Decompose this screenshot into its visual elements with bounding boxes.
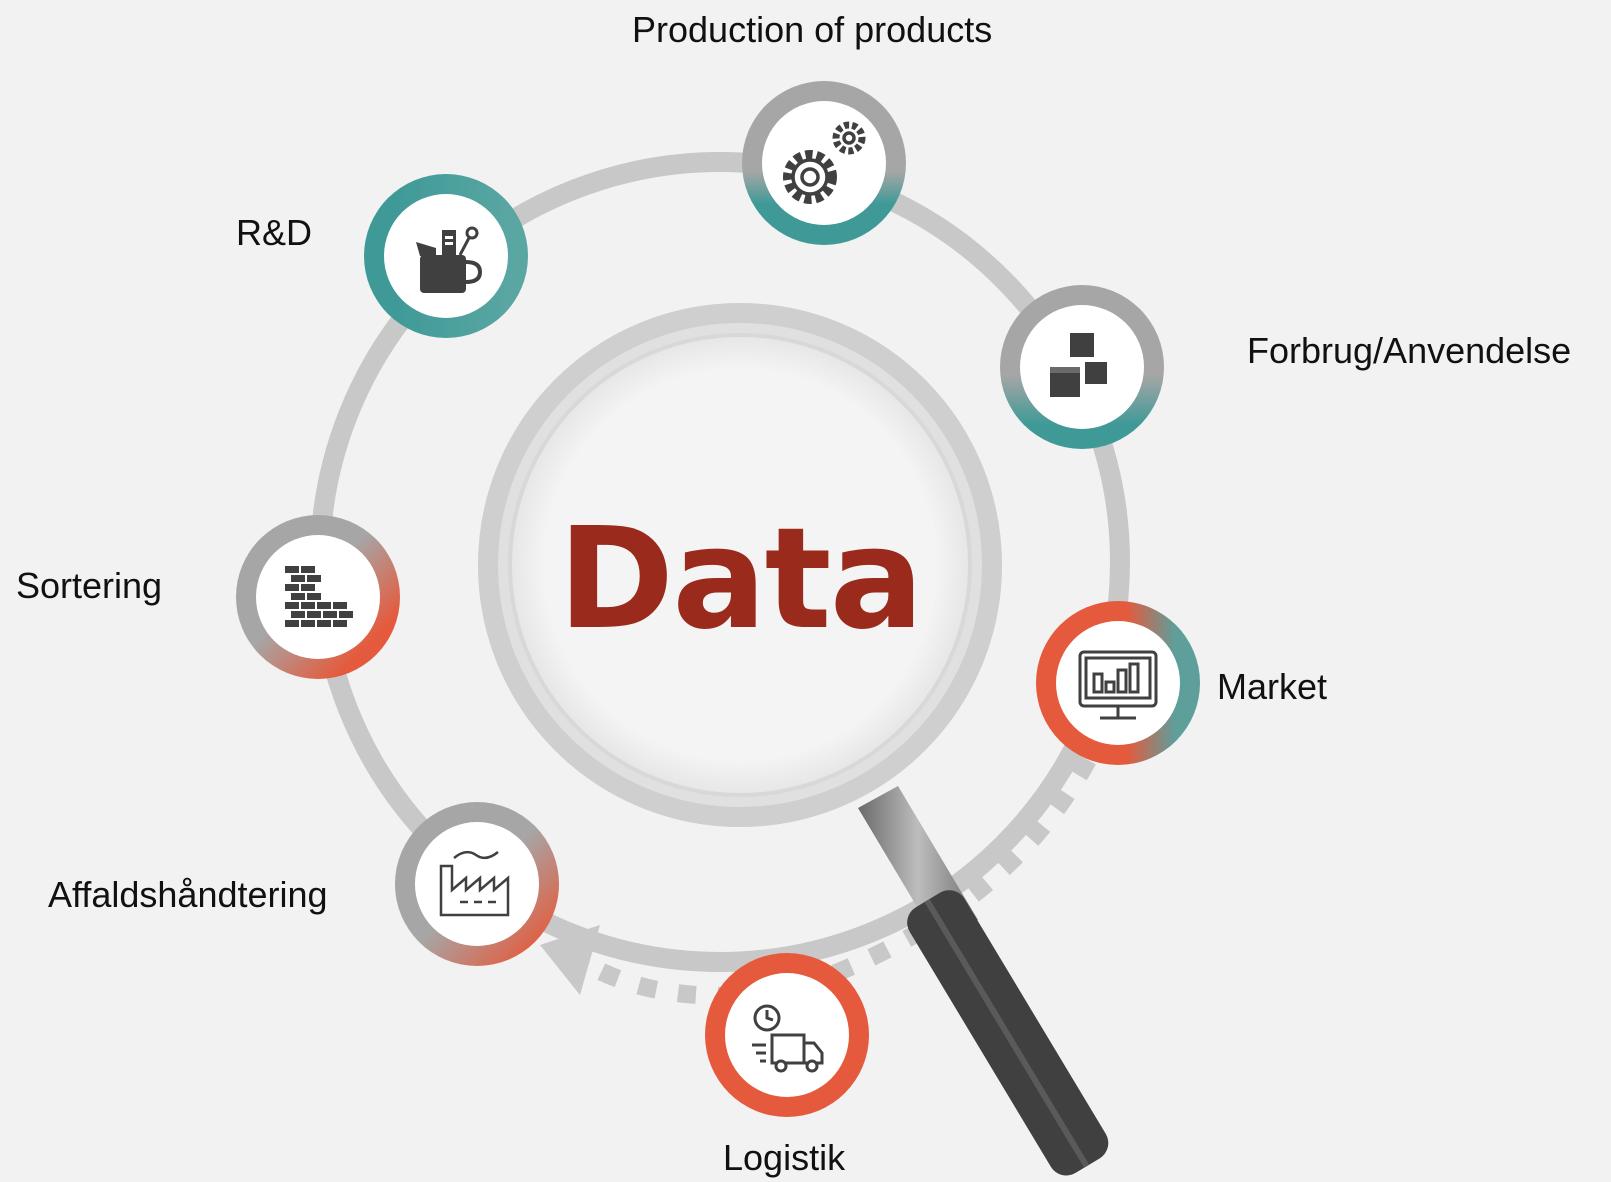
label-sortering: Sortering xyxy=(16,565,163,606)
label-market: Market xyxy=(1217,666,1328,707)
node-sortering[interactable] xyxy=(236,515,400,679)
node-rd[interactable] xyxy=(364,174,528,338)
delivery-truck-icon xyxy=(752,1004,824,1073)
node-market[interactable] xyxy=(1036,601,1200,765)
label-production: Production of products xyxy=(632,9,993,50)
node-forbrug[interactable] xyxy=(1000,285,1164,449)
return-arrowhead xyxy=(540,925,600,995)
node-affald[interactable] xyxy=(395,802,559,966)
label-affald: Affaldshåndtering xyxy=(48,874,328,915)
dashed-return-path xyxy=(575,755,1096,1005)
center-title: Data xyxy=(557,498,924,661)
node-production[interactable] xyxy=(742,81,906,245)
magnifier-handle xyxy=(858,786,1109,1176)
gears-icon xyxy=(783,121,866,204)
label-forbrug: Forbrug/Anvendelse xyxy=(1247,330,1572,371)
node-logistik[interactable] xyxy=(705,953,869,1117)
label-rd: R&D xyxy=(236,212,313,253)
factory-icon xyxy=(439,850,510,917)
monitor-chart-icon xyxy=(1078,650,1158,720)
magnifier-lens xyxy=(478,303,1002,827)
tool-cup-icon xyxy=(416,226,483,293)
label-logistik: Logistik xyxy=(723,1137,846,1178)
boxes-icon xyxy=(1050,333,1107,397)
bricks-icon xyxy=(285,566,353,627)
